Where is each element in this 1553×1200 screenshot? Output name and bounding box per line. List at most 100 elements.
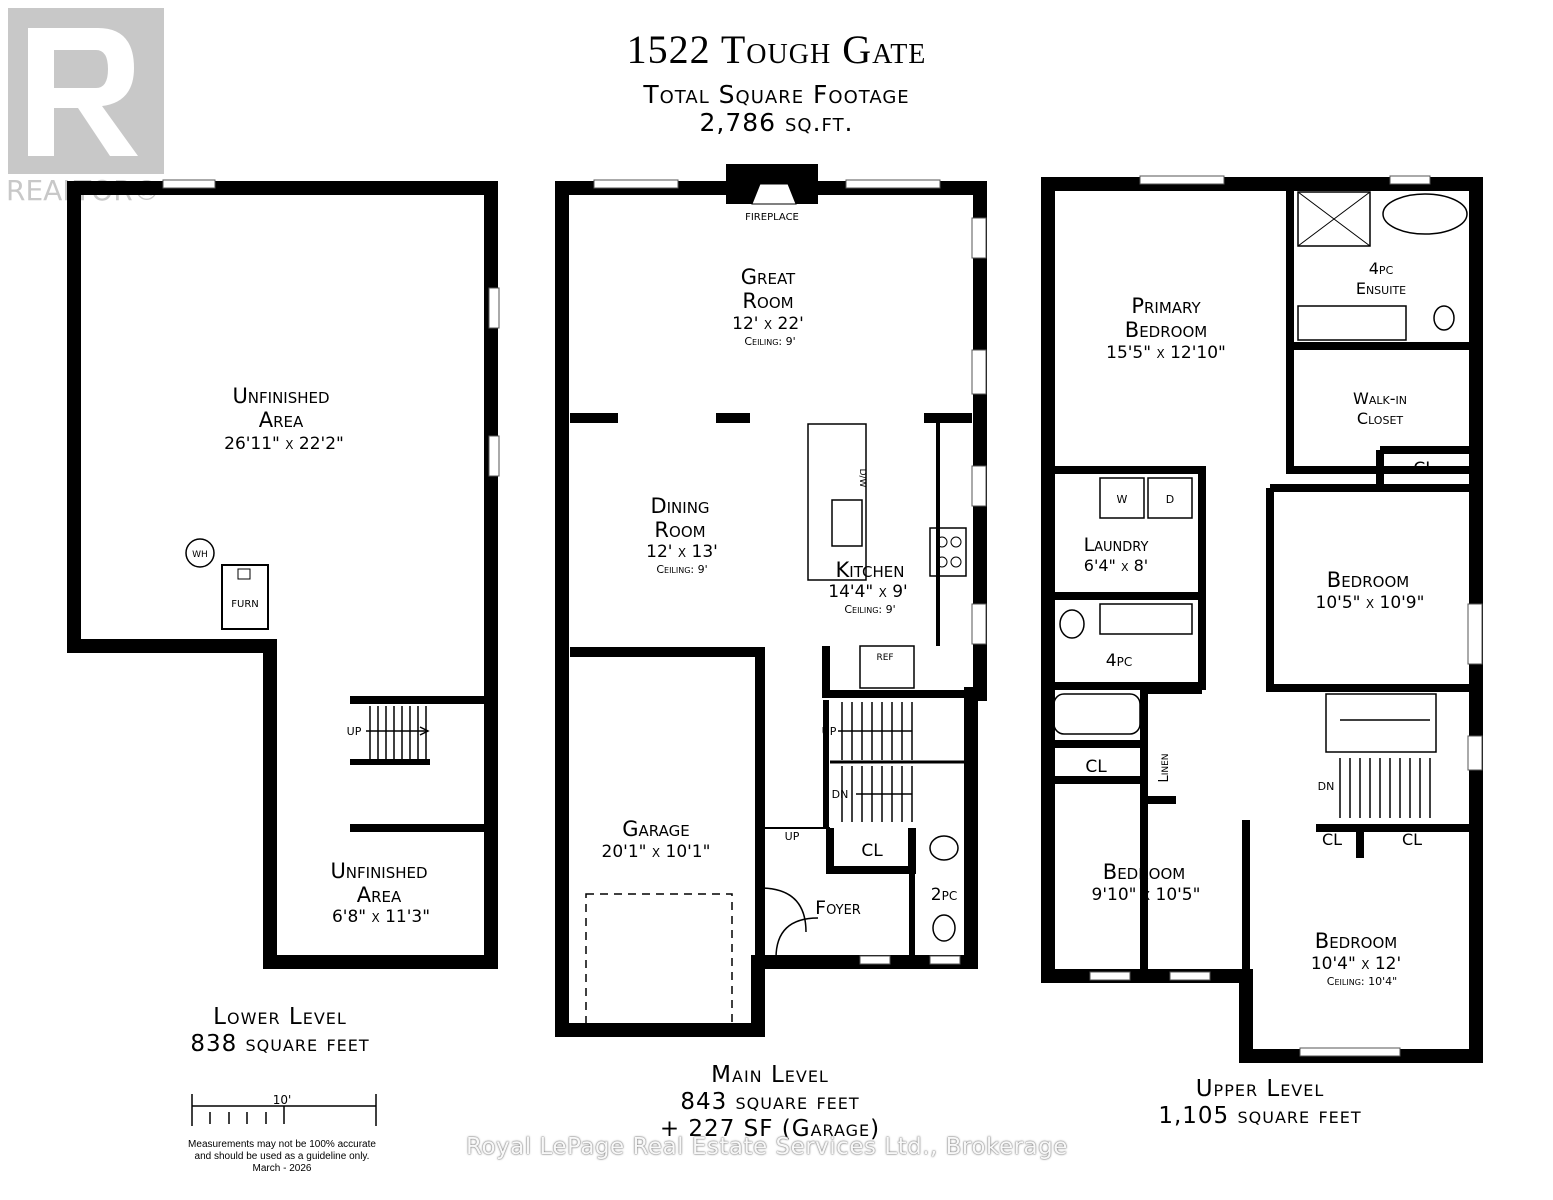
main-window-top-left: [593, 179, 679, 189]
ensuite-label-2: Ensuite: [1356, 279, 1406, 298]
brokerage-watermark: Royal LePage Real Estate Services Ltd., …: [466, 1134, 1068, 1160]
dryer-label: D: [1166, 493, 1174, 506]
main-window-top-right: [845, 179, 941, 189]
shower-icon: [1297, 191, 1371, 247]
refrigerator-label: REF: [876, 653, 893, 663]
bedroom-4-closet-b-label: CL: [1402, 830, 1422, 849]
great-room-dims: 12' x 22': [732, 314, 804, 334]
main-stairs: [823, 700, 970, 828]
furnace-label: FURN: [231, 599, 259, 610]
disclaimer-date: March - 2026: [252, 1163, 312, 1174]
stove-icon: [929, 527, 967, 577]
upper-level-name: Upper Level: [1195, 1076, 1325, 1102]
lower-window-right-2: [488, 435, 500, 477]
bedroom-3-label: Bedroom: [1103, 860, 1185, 884]
disclaimer-line-2: and should be used as a guideline only.: [194, 1151, 370, 1162]
water-heater-icon: [185, 538, 215, 568]
main-level-name: Main Level: [711, 1062, 829, 1088]
powder-sink-icon: [929, 835, 959, 861]
primary-closet-label: CL: [1413, 459, 1435, 479]
lower-small-label-2: Area: [357, 883, 402, 907]
refrigerator-icon: [859, 645, 915, 689]
realtor-logo-mark: [8, 8, 164, 174]
bedroom-4-dims: 10'4" x 12': [1311, 954, 1401, 974]
kitchen-ceiling: Ceiling: 9': [844, 603, 895, 616]
total-footage-value: 2,786 sq.ft.: [699, 108, 854, 137]
powder-room-label: 2pc: [931, 885, 957, 905]
upper-level-area: 1,105 square feet: [1158, 1103, 1362, 1129]
dining-room-label-1: Dining: [650, 494, 709, 518]
lower-window-top: [162, 179, 216, 189]
kitchen-label: Kitchen: [836, 558, 905, 582]
dining-room-dims: 12' x 13': [646, 542, 718, 562]
lower-level-area: 838 square feet: [190, 1031, 370, 1057]
kitchen-island: [807, 423, 867, 581]
main-level-garage-area: + 227 SF (Garage): [659, 1116, 881, 1142]
powder-toilet-icon: [932, 914, 956, 942]
primary-bedroom-label-1: Primary: [1131, 294, 1201, 318]
linen-label: Linen: [1157, 753, 1172, 782]
disclaimer: Measurements may not be 100% accurate an…: [162, 1139, 402, 1175]
garage-dims: 20'1" x 10'1": [602, 842, 711, 862]
lower-unfinished-dims: 26'11" x 22'2": [224, 434, 344, 454]
great-room-ceiling: Ceiling: 9': [744, 335, 795, 348]
lower-level-walls: [67, 181, 498, 969]
kitchen-dims: 14'4" x 9': [828, 582, 907, 602]
scale-label: 10': [273, 1093, 292, 1107]
garage-label: Garage: [622, 817, 689, 841]
disclaimer-line-1: Measurements may not be 100% accurate: [188, 1139, 376, 1150]
laundry-dims: 6'4" x 8': [1084, 556, 1148, 575]
lower-window-right-1: [488, 287, 500, 329]
lower-level-plan: [67, 179, 500, 969]
dishwasher-label: D/W: [857, 469, 867, 488]
bath-label: 4pc: [1106, 651, 1132, 671]
scale-bar: [191, 1094, 377, 1126]
dining-room-label-2: Room: [654, 518, 705, 542]
lower-small-label-1: Unfinished: [330, 859, 427, 883]
laundry-label: Laundry: [1084, 534, 1149, 556]
bathtub-icon: [1382, 193, 1468, 235]
lower-level-caption: Lower Level 838 square feet: [130, 1004, 430, 1058]
main-level-area: 843 square feet: [680, 1089, 860, 1115]
bath-tub-icon: [1053, 693, 1141, 735]
bedroom-3-dims: 9'10" x 10'5": [1092, 885, 1201, 905]
bedroom-2-label: Bedroom: [1327, 568, 1409, 592]
bedroom-2-dims: 10'5" x 10'9": [1316, 593, 1425, 613]
primary-bedroom-dims: 15'5" x 12'10": [1106, 343, 1226, 363]
foyer-label: Foyer: [815, 897, 861, 919]
sink-icon: [831, 499, 863, 547]
upper-level-plan: [1041, 175, 1483, 1063]
washer-label: W: [1117, 493, 1128, 506]
washer-icon: [1099, 477, 1145, 519]
lower-small-dims: 6'8" x 11'3": [332, 907, 430, 927]
great-room-label-1: Great: [741, 265, 796, 289]
great-room-label-2: Room: [742, 289, 793, 313]
garage-door: [585, 893, 733, 1031]
total-footage-label: Total Square Footage: [643, 80, 910, 109]
main-up-arrow-label: UP: [785, 830, 800, 843]
bedroom-3-closet-label: CL: [1085, 757, 1107, 777]
property-address: 1522 Tough Gate: [626, 27, 927, 72]
bedroom-4-ceiling: Ceiling: 10'4": [1327, 975, 1397, 988]
main-level-plan: [555, 164, 987, 1037]
dryer-icon: [1147, 477, 1193, 519]
lower-stairs-up: UP: [347, 725, 362, 738]
bedroom-4-closet-a-label: CL: [1322, 830, 1342, 849]
main-stairs-up: UP: [822, 725, 837, 738]
walkin-closet-label-2: Closet: [1357, 409, 1403, 428]
walkin-closet-label-1: Walk-in: [1353, 389, 1407, 408]
bedroom-4-label: Bedroom: [1315, 929, 1397, 953]
main-stairs-down: DN: [832, 788, 849, 801]
dining-room-ceiling: Ceiling: 9': [656, 563, 707, 576]
upper-level-caption: Upper Level 1,105 square feet: [1110, 1076, 1410, 1130]
lower-stairs: [366, 706, 430, 760]
upper-level-walls: [1041, 177, 1483, 1063]
lower-unfinished-label-2: Area: [259, 408, 304, 432]
ensuite-label-1: 4pc: [1369, 259, 1394, 278]
fireplace-label: FIREPLACE: [745, 212, 799, 223]
primary-bedroom-label-2: Bedroom: [1125, 318, 1207, 342]
foyer-closet-label: CL: [861, 841, 883, 861]
garage-walls: [570, 647, 765, 1024]
water-heater-label: WH: [192, 550, 208, 560]
